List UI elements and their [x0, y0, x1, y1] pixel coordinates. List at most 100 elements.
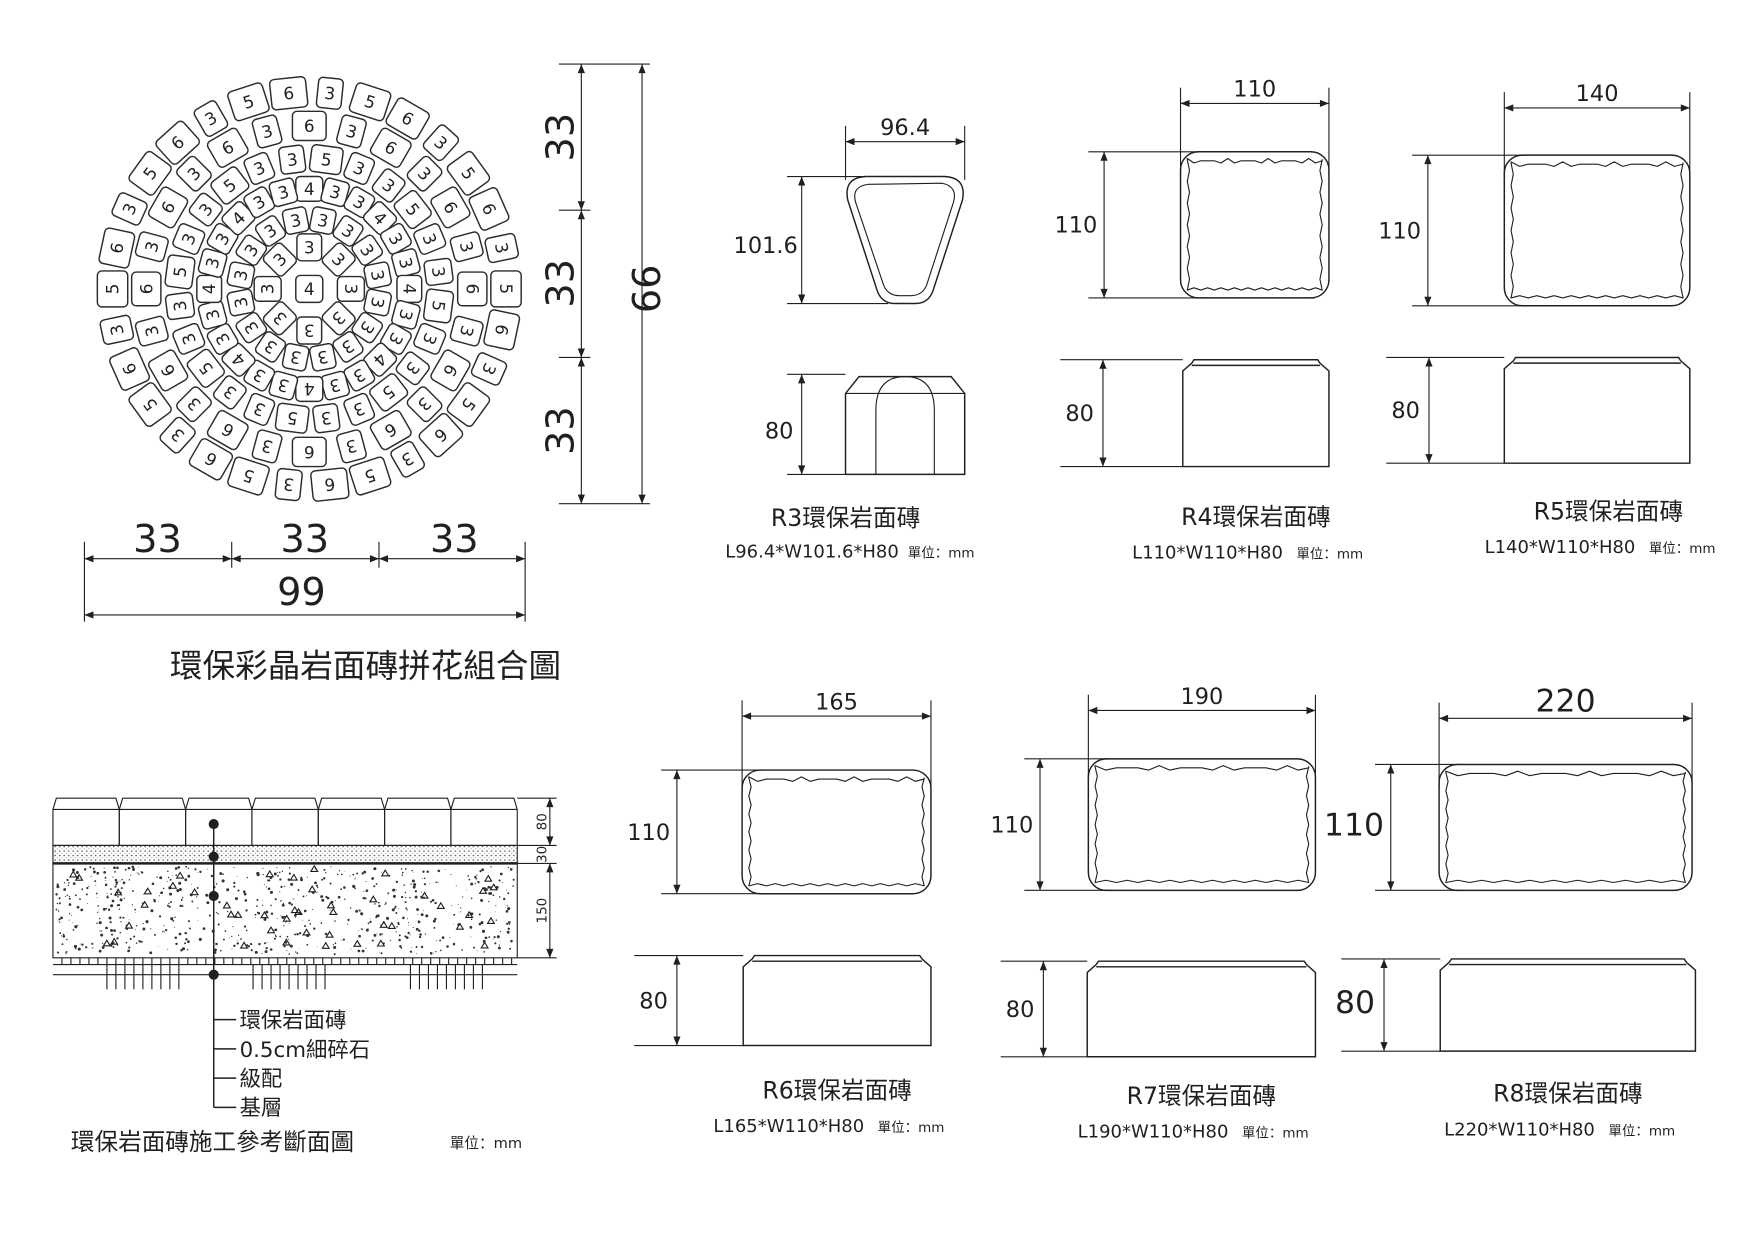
mosaic-tile: 4 — [362, 342, 398, 377]
mosaic-tile: 6 — [468, 187, 510, 231]
mosaic-tile: 3 — [422, 124, 460, 162]
mosaic-tile-label: 3 — [230, 268, 252, 282]
mosaic-tile-label: 3 — [304, 321, 315, 341]
mosaic-tile-label: 3 — [282, 474, 295, 495]
mosaic-tile: 3 — [268, 370, 299, 401]
mosaic-tile: 3 — [197, 248, 228, 278]
r7-height-dim: 80 — [1006, 997, 1035, 1023]
mosaic-tile: 3 — [379, 222, 412, 255]
mosaic-tile: 3 — [351, 234, 384, 266]
mosaic-tile-label: 3 — [141, 239, 163, 255]
section-fine-gravel-layer — [52, 844, 518, 864]
mosaic-tile: 3 — [262, 301, 298, 336]
mosaic-tile: 3 — [391, 248, 421, 278]
section-dim-aggregate: 150 — [534, 898, 550, 924]
mosaic-tile-label: 6 — [304, 442, 315, 462]
mosaic-tile-label: 4 — [199, 284, 219, 295]
r4-side-view — [1182, 359, 1330, 468]
mosaic-tile-label: 3 — [491, 241, 513, 256]
mosaic-tile: 3 — [413, 322, 447, 355]
r3-side-view — [844, 375, 966, 476]
mosaic-tile: 6 — [369, 409, 412, 451]
mosaic-tile-label: 3 — [286, 149, 299, 170]
mosaic-tile: 3 — [111, 192, 148, 226]
r4-top-view — [1179, 151, 1330, 299]
mosaic-tile: 5 — [210, 166, 250, 205]
mosaic-tile-label: 6 — [462, 284, 482, 295]
mosaic-tile: 3 — [320, 177, 351, 208]
mosaic-tile: 3 — [321, 242, 356, 277]
mosaic-tile: 3 — [281, 342, 310, 372]
mosaic-tile: 3 — [413, 223, 447, 255]
mosaic-tile: 3 — [351, 311, 384, 344]
layer-label-base: 基層 — [240, 1096, 283, 1121]
mosaic-tile: 3 — [226, 288, 256, 317]
mosaic-tile: 6 — [147, 186, 189, 229]
mosaic-tile-label: 3 — [288, 210, 302, 232]
r3-top-view — [846, 175, 964, 305]
mosaic-tile: 5 — [348, 456, 392, 496]
mosaic-tile-label: 3 — [367, 295, 389, 309]
mosaic-tile: 3 — [253, 275, 282, 303]
mosaic-tile: 6 — [188, 438, 234, 481]
mosaic-horizontal-dimensions: 33 33 33 99 — [83, 518, 526, 622]
mosaic-tile: 4 — [221, 201, 256, 236]
r7-name: R7環保岩面磚 — [1127, 1082, 1276, 1110]
mosaic-tile: 3 — [176, 386, 212, 423]
mosaic-tile-label: 3 — [259, 120, 275, 142]
mosaic-tile: 4 — [295, 375, 324, 403]
mosaic-tile: 3 — [134, 315, 169, 347]
horizontal-dim-1: 33 — [133, 518, 182, 562]
mosaic-tile: 6 — [418, 412, 464, 458]
mosaic-tile: 5 — [128, 150, 172, 196]
mosaic-tile-label: 5 — [496, 284, 516, 295]
mosaic-tile: 6 — [206, 127, 249, 168]
mosaic-tile: 3 — [278, 144, 307, 175]
mosaic-tile: 3 — [343, 359, 376, 392]
r3-height-dim: 80 — [765, 418, 794, 444]
mosaic-tile: 3 — [206, 322, 239, 355]
mosaic-tile: 3 — [243, 392, 276, 426]
r6-height-dim: 80 — [639, 988, 668, 1014]
layer-label-aggregate: 級配 — [240, 1067, 283, 1092]
mosaic-tile: 3 — [226, 261, 256, 290]
vertical-dim-1: 33 — [539, 113, 583, 162]
mosaic-tile: 3 — [164, 291, 196, 321]
horizontal-dim-2: 33 — [280, 518, 329, 562]
mosaic-tile-label: 6 — [136, 284, 156, 295]
section-paver — [251, 797, 319, 846]
mosaic-tile-label: 3 — [327, 375, 343, 397]
r5-top-view — [1503, 154, 1691, 307]
r3-length-dim: 96.4 — [880, 115, 930, 141]
mosaic-tile-label: 3 — [344, 435, 360, 457]
horizontal-dim-total: 99 — [277, 571, 326, 615]
mosaic-tile: 3 — [395, 351, 430, 386]
mosaic-tile: 3 — [235, 234, 268, 266]
mosaic-tile-label: 3 — [320, 408, 333, 429]
mosaic-tile: 4 — [362, 201, 398, 236]
mosaic-tile: 6 — [430, 349, 471, 392]
mosaic-tile: 5 — [348, 82, 392, 122]
mosaic-tile: 6 — [130, 271, 162, 307]
r8-width-dim: 110 — [1324, 807, 1384, 843]
r8-length-dim: 220 — [1536, 684, 1596, 720]
mosaic-tile-label: 4 — [304, 179, 315, 199]
mosaic-tile: 6 — [109, 347, 151, 391]
mosaic-tile: 6 — [456, 271, 488, 307]
mosaic-tile: 3 — [254, 331, 287, 363]
r6-top-view — [741, 769, 932, 895]
section-paver — [317, 797, 386, 846]
mosaic-title: 環保彩晶岩面磚拼花組合圖 — [170, 647, 561, 685]
r4-name: R4環保岩面磚 — [1181, 503, 1330, 531]
mosaic-tile: 3 — [193, 100, 229, 137]
layer-label-fine-gravel: 0.5cm細碎石 — [240, 1038, 371, 1063]
mosaic-tile: 3 — [99, 314, 135, 345]
mosaic-tile-label: 3 — [169, 299, 190, 312]
mosaic-tile: 3 — [188, 192, 223, 227]
mosaic-tile: 6 — [268, 76, 309, 111]
r5-name: R5環保岩面磚 — [1534, 497, 1683, 525]
mosaic-tile: 6 — [98, 227, 136, 269]
mosaic-tile-label: 3 — [202, 255, 224, 271]
